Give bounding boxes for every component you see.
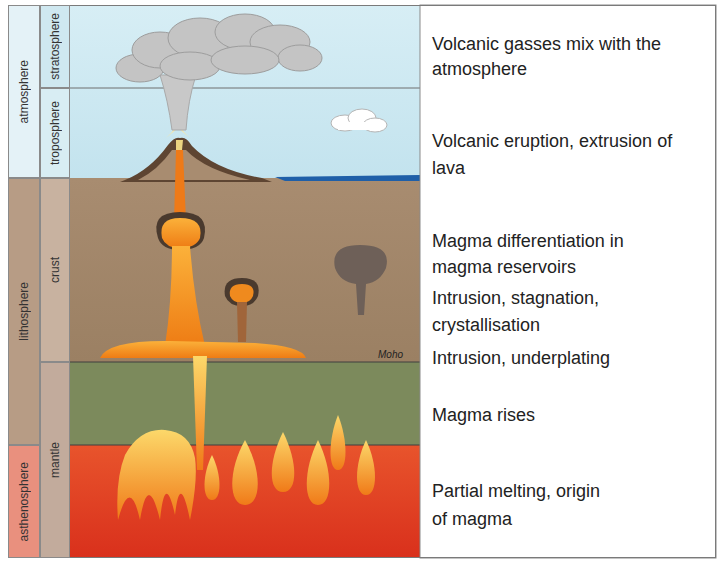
process-description: Volcanic gasses mix with the atmosphere: [432, 32, 677, 82]
process-description: Magma rises: [432, 403, 692, 427]
melt-blob: [117, 430, 196, 520]
mantle-layer: [70, 362, 420, 445]
sea: [275, 175, 420, 181]
process-description: Intrusion, underplating: [432, 346, 692, 370]
boundary-label: Moho: [378, 349, 418, 361]
layer-name: mantle: [48, 442, 62, 478]
layer-name: atmosphere: [17, 60, 31, 123]
melt-drop: [205, 455, 220, 500]
description-panel: [420, 5, 716, 558]
white-cloud: [331, 109, 387, 132]
melt-drop: [232, 440, 258, 505]
layer-name: asthenosphere: [17, 462, 31, 541]
partial-melt: [117, 415, 375, 520]
reservoir-rim: [156, 212, 205, 250]
process-description: Magma differentiation in magma reservoir…: [432, 228, 677, 280]
layer-band: asthenosphere: [8, 445, 40, 558]
layer-name: troposphere: [48, 101, 62, 165]
magma-reservoir: [161, 218, 200, 248]
volcano-cone: [120, 138, 272, 182]
layer-band: troposphere: [40, 88, 70, 178]
melt-drop: [307, 440, 330, 505]
underplating-sill: [100, 341, 306, 358]
reservoir-stem: [237, 302, 247, 342]
eruption-column: [160, 75, 196, 130]
layer-band: stratosphere: [40, 5, 70, 88]
cooled-reservoir: [334, 245, 387, 315]
process-description: Volcanic eruption, extrusion of lava: [432, 128, 677, 182]
melt-drop: [357, 440, 375, 495]
ash-puff: [211, 46, 279, 74]
sky: [70, 5, 420, 178]
ash-puff: [278, 45, 322, 71]
magma-feeder: [165, 246, 205, 346]
layer-band: atmosphere: [8, 5, 40, 178]
volcano-cone-fill: [138, 150, 250, 180]
process-description: Intrusion, stagnation, crystallisation: [432, 285, 677, 339]
layer-name: stratosphere: [48, 13, 62, 80]
layer-band: mantle: [40, 362, 70, 558]
layer-name: crust: [48, 257, 62, 283]
melt-drop: [331, 415, 346, 470]
layer-band: crust: [40, 178, 70, 362]
cloud-base: [338, 122, 382, 130]
melt-drop: [272, 432, 295, 492]
layer-band: lithosphere: [8, 178, 40, 445]
crust-layer: [70, 178, 420, 362]
process-description: Partial melting, origin of magma: [432, 477, 602, 533]
reservoir-rim: [225, 278, 259, 306]
ash-cloud: [116, 14, 322, 82]
small-reservoir: [230, 284, 254, 303]
rising-magma: [193, 356, 207, 470]
layer-name: lithosphere: [17, 282, 31, 341]
frame: [9, 6, 716, 558]
ash-puff: [160, 52, 220, 80]
conduit: [174, 150, 186, 222]
